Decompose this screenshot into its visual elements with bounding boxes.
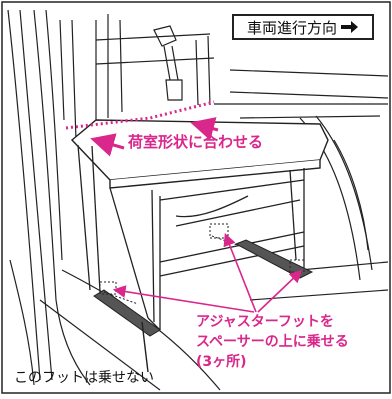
seat-belt — [153, 25, 183, 101]
no-foot-leader — [141, 321, 149, 373]
arrow-up-right-icon — [190, 117, 219, 141]
shape-label: 荷室形状に合わせる — [128, 133, 264, 151]
arrow-right-icon — [341, 21, 358, 33]
adjuster-label-line2: スペーサーの上に乗せる — [196, 334, 349, 350]
cargo-cabinet — [77, 144, 305, 331]
adjuster-label-line3: (3ヶ所) — [196, 354, 247, 370]
frame-border — [1, 1, 391, 394]
arrow-left-icon — [90, 133, 125, 157]
direction-label: 車両進行方向 — [246, 18, 337, 37]
adjuster-leaders — [112, 233, 303, 313]
direction-badge: 車両進行方向 — [232, 14, 374, 40]
cargo-board — [70, 119, 329, 189]
spacer-rails — [93, 239, 314, 337]
no-foot-label: このフットは乗せない — [14, 370, 154, 386]
left-wall — [7, 9, 91, 386]
back-wall — [95, 14, 389, 120]
adjuster-label-line1: アジャスターフットを — [196, 314, 334, 330]
